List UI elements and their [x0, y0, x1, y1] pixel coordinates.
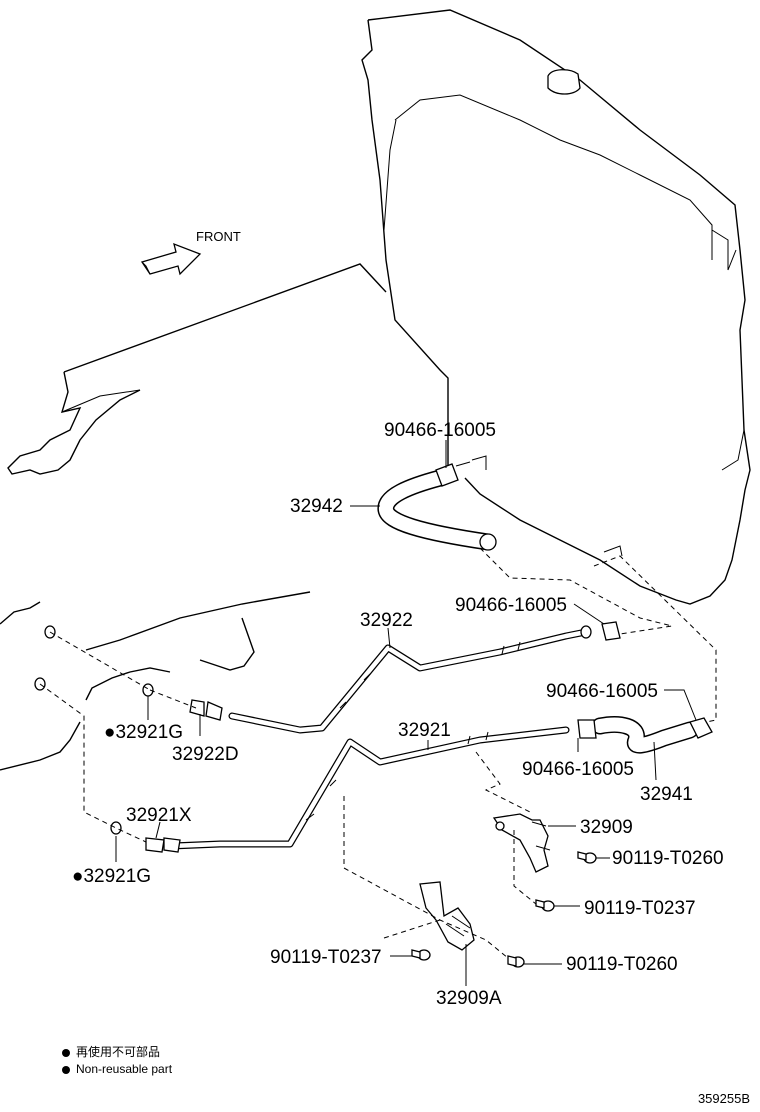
label-90466-16005: 90466-16005 [384, 420, 496, 441]
hose-32941 [577, 716, 713, 754]
label-32922D: 32922D [172, 744, 239, 765]
label-32921X: 32921X [126, 805, 192, 826]
legend-text-en: Non-reusable part [76, 1062, 173, 1076]
leader-lines [115, 440, 697, 986]
label-90119-T0260: 90119-T0260 [566, 954, 678, 975]
label-32909: 32909 [580, 817, 633, 838]
label-90466-16005: 90466-16005 [522, 759, 634, 780]
bracket-32909 [492, 813, 597, 912]
bullet-icon [62, 1048, 70, 1057]
diagram-code: 359255B [697, 1091, 750, 1106]
legend-row-jp: 再使用不可部品 [62, 1044, 172, 1061]
label-32921G: ●32921G [72, 866, 151, 887]
label-32909A: 32909A [436, 988, 502, 1009]
bullet-icon [62, 1065, 70, 1074]
label-32922: 32922 [360, 610, 413, 631]
label-90119-T0237: 90119-T0237 [584, 898, 696, 919]
pipe-32921 [145, 726, 570, 853]
hose-32942 [377, 461, 497, 551]
label-90466-16005: 90466-16005 [546, 681, 658, 702]
label-90119-T0237: 90119-T0237 [270, 947, 382, 968]
label-90119-T0260: 90119-T0260 [612, 848, 724, 869]
label-32921G: ●32921G [104, 722, 183, 743]
label-32942: 32942 [290, 496, 343, 517]
label-32921: 32921 [398, 720, 451, 741]
front-arrow-icon [140, 242, 202, 276]
clamp-90466-16005 [601, 621, 621, 641]
engine-outline [0, 263, 387, 771]
legend: 再使用不可部品 Non-reusable part [62, 1044, 172, 1078]
legend-text-jp: 再使用不可部品 [76, 1045, 161, 1059]
front-label: FRONT [196, 229, 241, 244]
gasket-32921G [110, 821, 122, 835]
label-90466-16005: 90466-16005 [455, 595, 567, 616]
label-32941: 32941 [640, 784, 693, 805]
bracket-32909A [411, 881, 525, 968]
pipe-32922 [189, 625, 592, 734]
gasket-32921G [142, 683, 154, 697]
legend-row-en: Non-reusable part [62, 1061, 172, 1078]
radiator-outline [361, 9, 751, 605]
reference-lines [39, 547, 717, 959]
